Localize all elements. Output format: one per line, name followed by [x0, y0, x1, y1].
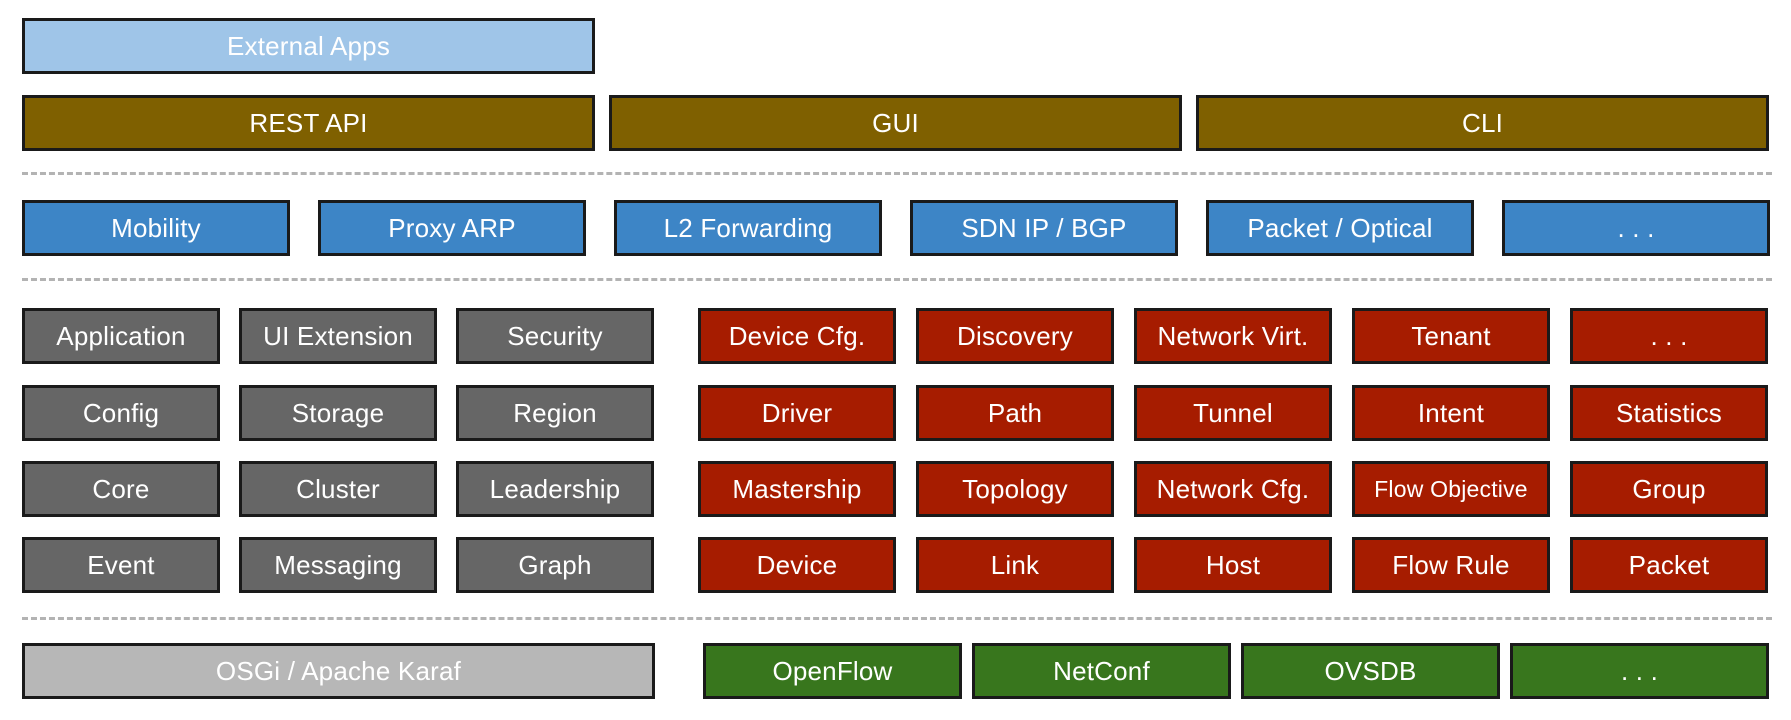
- external-apps-box: External Apps: [22, 18, 595, 74]
- app-more-box: . . .: [1502, 200, 1770, 256]
- gui-box: GUI: [609, 95, 1182, 151]
- svc-device-cfg-box: Device Cfg.: [698, 308, 896, 364]
- provider-ovsdb-box: OVSDB: [1241, 643, 1500, 699]
- svc-path-box: Path: [916, 385, 1114, 441]
- core-event-box: Event: [22, 537, 220, 593]
- svc-tunnel-box: Tunnel: [1134, 385, 1332, 441]
- layer-separator-1: [22, 172, 1772, 175]
- core-core-box: Core: [22, 461, 220, 517]
- svc-network-virt-box: Network Virt.: [1134, 308, 1332, 364]
- core-cluster-box: Cluster: [239, 461, 437, 517]
- provider-openflow-box: OpenFlow: [703, 643, 962, 699]
- core-region-box: Region: [456, 385, 654, 441]
- app-sdn-ip-bgp-box: SDN IP / BGP: [910, 200, 1178, 256]
- rest-api-box: REST API: [22, 95, 595, 151]
- svc-flow-rule-box: Flow Rule: [1352, 537, 1550, 593]
- core-storage-box: Storage: [239, 385, 437, 441]
- svc-link-box: Link: [916, 537, 1114, 593]
- core-messaging-box: Messaging: [239, 537, 437, 593]
- provider-more-box: . . .: [1510, 643, 1769, 699]
- core-application-box: Application: [22, 308, 220, 364]
- svc-intent-box: Intent: [1352, 385, 1550, 441]
- svc-topology-box: Topology: [916, 461, 1114, 517]
- app-proxy-arp-box: Proxy ARP: [318, 200, 586, 256]
- core-config-box: Config: [22, 385, 220, 441]
- layer-separator-2: [22, 278, 1772, 281]
- osgi-karaf-box: OSGi / Apache Karaf: [22, 643, 655, 699]
- core-graph-box: Graph: [456, 537, 654, 593]
- provider-netconf-box: NetConf: [972, 643, 1231, 699]
- svc-host-box: Host: [1134, 537, 1332, 593]
- svc-driver-box: Driver: [698, 385, 896, 441]
- svc-tenant-box: Tenant: [1352, 308, 1550, 364]
- svc-discovery-box: Discovery: [916, 308, 1114, 364]
- core-security-box: Security: [456, 308, 654, 364]
- svc-statistics-box: Statistics: [1570, 385, 1768, 441]
- core-ui-extension-box: UI Extension: [239, 308, 437, 364]
- app-packet-optical-box: Packet / Optical: [1206, 200, 1474, 256]
- svc-packet-box: Packet: [1570, 537, 1768, 593]
- app-l2-forwarding-box: L2 Forwarding: [614, 200, 882, 256]
- cli-box: CLI: [1196, 95, 1769, 151]
- svc-device-box: Device: [698, 537, 896, 593]
- svc-group-box: Group: [1570, 461, 1768, 517]
- svc-flow-objective-box: Flow Objective: [1352, 461, 1550, 517]
- core-leadership-box: Leadership: [456, 461, 654, 517]
- svc-mastership-box: Mastership: [698, 461, 896, 517]
- layer-separator-3: [22, 617, 1772, 620]
- svc-network-cfg-box: Network Cfg.: [1134, 461, 1332, 517]
- svc-more-box: . . .: [1570, 308, 1768, 364]
- app-mobility-box: Mobility: [22, 200, 290, 256]
